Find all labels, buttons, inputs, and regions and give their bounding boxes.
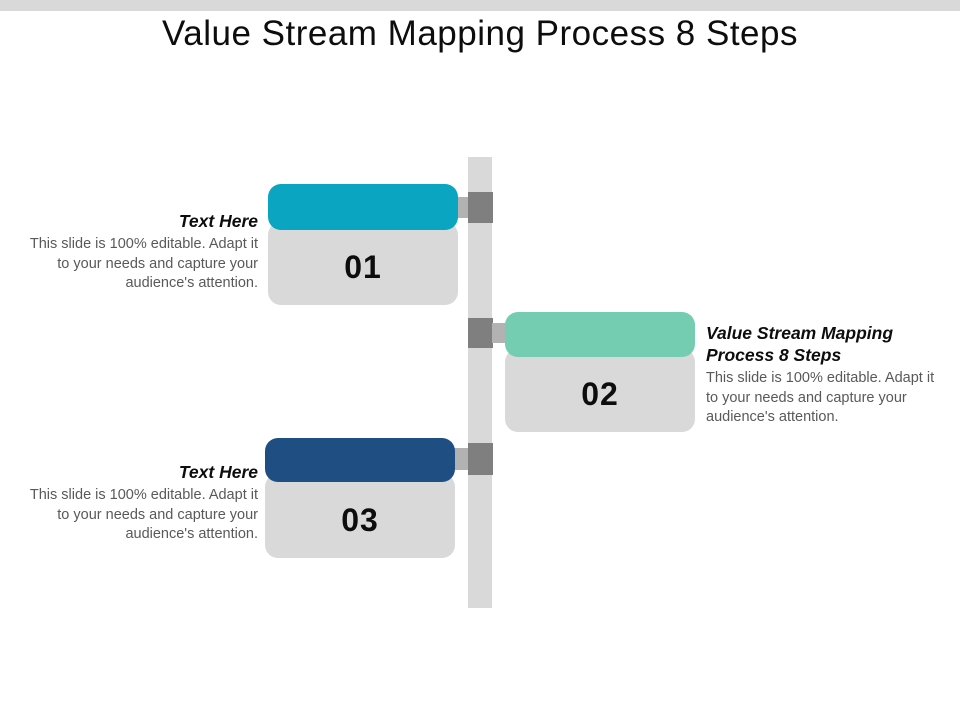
step-1-number: 01 [344,249,382,285]
step-card-1: 01 [268,184,458,305]
step-card-1-body: 01 [268,222,458,305]
timeline-node-3 [468,443,493,475]
timeline-bar [468,157,492,608]
connector-step-2 [492,323,507,343]
step-3-heading: Text Here [178,462,258,482]
top-strip-divider [0,0,960,11]
step-card-3-body: 03 [265,474,455,558]
step-card-2-header [505,312,695,357]
step-2-heading: Value Stream Mapping Process 8 Steps [706,323,894,366]
step-1-description: This slide is 100% editable. Adapt it to… [29,236,258,292]
step-3-description: This slide is 100% editable. Adapt it to… [29,487,258,543]
step-card-3-header [265,438,455,482]
step-2-text-block: Value Stream Mapping Process 8 Steps Thi… [706,322,936,428]
step-card-3: 03 [265,438,455,558]
step-3-number: 03 [341,501,379,538]
connector-step-3 [452,448,468,470]
step-card-2-body: 02 [505,349,695,432]
step-card-1-header [268,184,458,230]
step-2-number: 02 [581,376,619,412]
step-2-description: This slide is 100% editable. Adapt it to… [706,370,935,426]
step-card-2: 02 [505,312,695,432]
step-1-heading: Text Here [178,211,258,231]
step-3-text-block: Text Here This slide is 100% editable. A… [28,461,258,545]
timeline-node-2 [468,318,493,348]
step-1-text-block: Text Here This slide is 100% editable. A… [28,210,258,294]
slide-title: Value Stream Mapping Process 8 Steps [161,14,798,53]
timeline-node-1 [468,192,493,223]
